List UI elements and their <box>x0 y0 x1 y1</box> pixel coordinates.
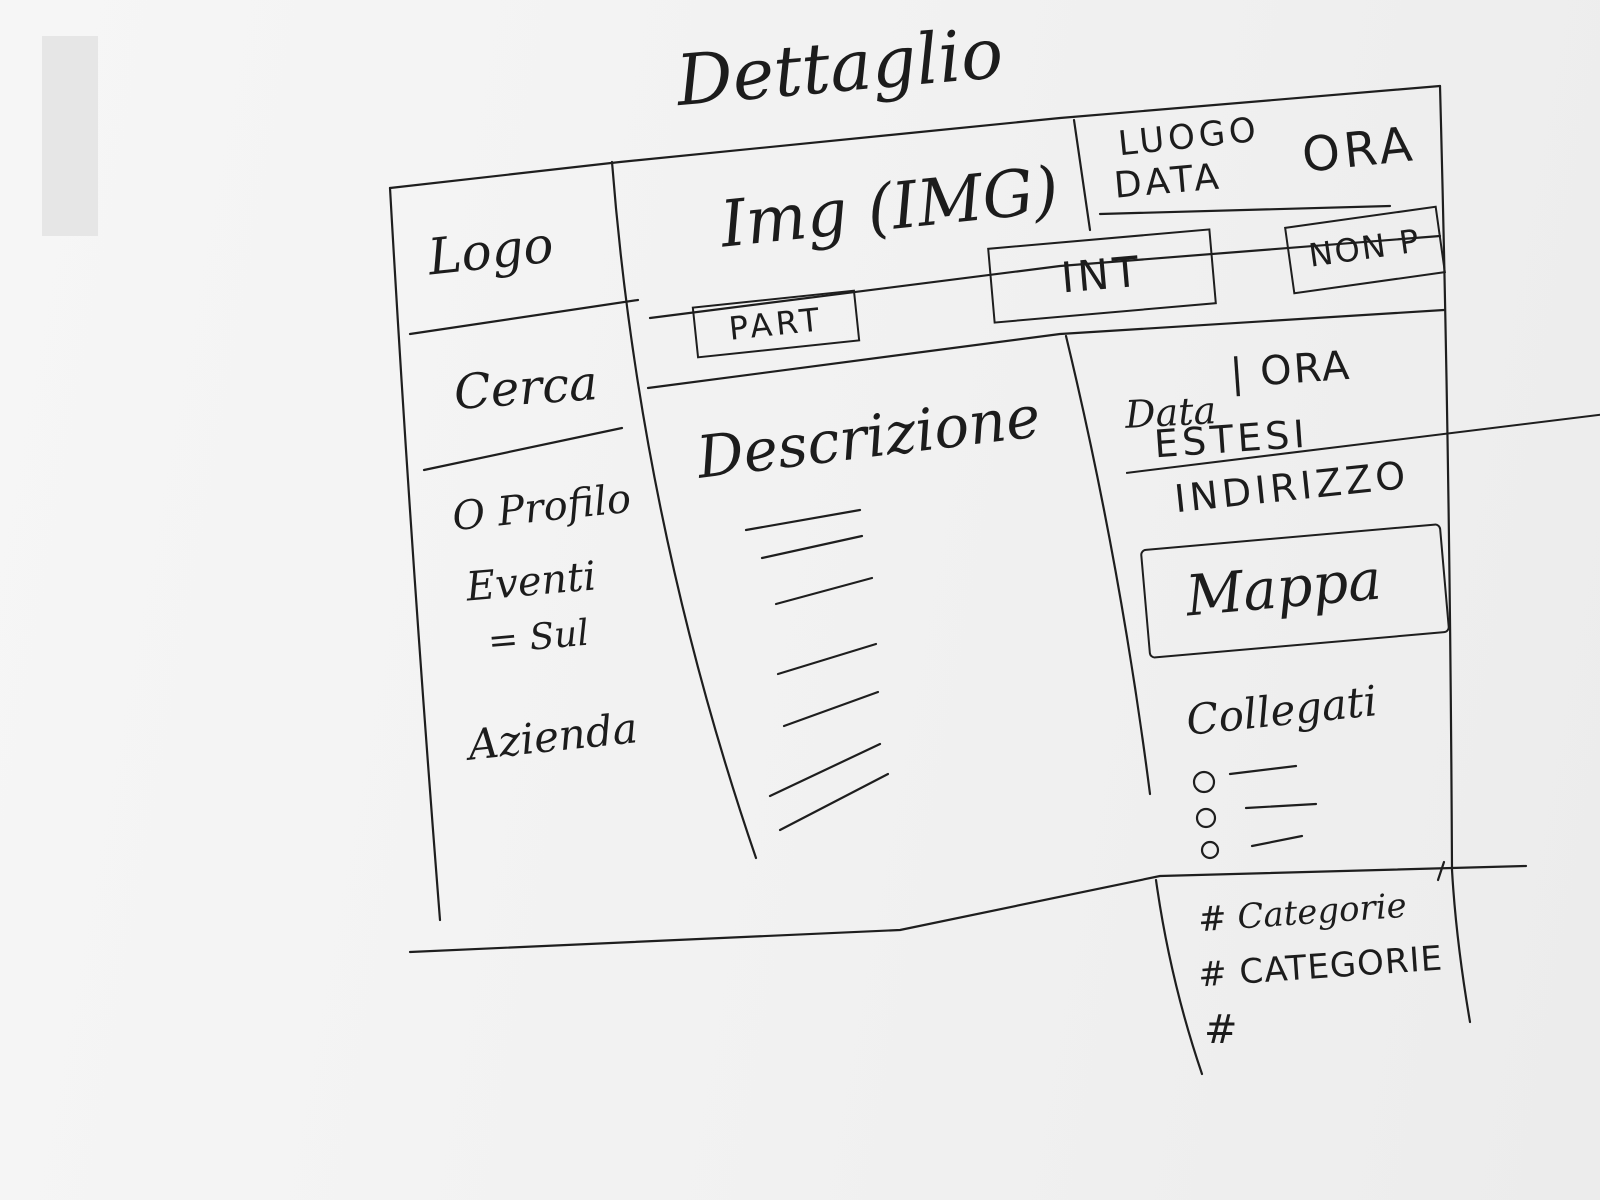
categories-left-line <box>1154 878 1204 1076</box>
desc-line-1 <box>744 508 862 532</box>
link-line-3 <box>1250 834 1304 848</box>
search-bottom-line <box>422 426 624 472</box>
sidebar-item-sub[interactable]: = Sul <box>486 612 591 663</box>
sidebar-search[interactable]: Cerca <box>452 355 600 421</box>
sidebar-item-events[interactable]: Eventi <box>464 553 598 611</box>
sidebar-logo[interactable]: Logo <box>425 215 557 287</box>
desc-line-3 <box>774 576 874 606</box>
desc-line-7 <box>778 772 890 832</box>
header-time: ORA <box>1299 116 1419 184</box>
desc-line-6 <box>768 742 882 798</box>
map-label: Mappa <box>1183 547 1385 630</box>
header-date: DATA <box>1112 156 1225 207</box>
link-line-2 <box>1244 802 1318 810</box>
categories-top-mark <box>1436 860 1446 882</box>
content-split-line <box>1064 334 1152 796</box>
header-split-line <box>1072 118 1092 232</box>
desc-line-5 <box>782 690 880 728</box>
frame-left-line <box>388 186 442 922</box>
link-bullet-1 <box>1192 770 1216 794</box>
frame-top-line <box>388 84 1442 190</box>
int-button-label: INT <box>1059 246 1145 303</box>
categories-right-line <box>1450 868 1472 1024</box>
link-bullet-2 <box>1195 807 1217 829</box>
link-bullet-3 <box>1200 840 1220 860</box>
content-top-line <box>646 308 1446 390</box>
sidebar-divider <box>610 160 758 860</box>
detail-extended: ESTESI <box>1152 411 1311 467</box>
detail-time-label: | ORA <box>1228 342 1353 398</box>
logo-bottom-line <box>408 298 640 336</box>
desc-line-2 <box>760 534 864 560</box>
nonp-button-label: NON P <box>1306 221 1424 275</box>
tape-strip <box>42 36 98 236</box>
desc-line-4 <box>776 642 878 676</box>
frame-right-line <box>1438 84 1454 872</box>
frame-bottom-line <box>408 864 1528 954</box>
link-line-1 <box>1228 764 1298 776</box>
category-item-3[interactable]: # <box>1204 1007 1242 1053</box>
header-info-underline <box>1098 204 1392 216</box>
part-button-label: PART <box>726 300 826 348</box>
header-bottom-line <box>648 234 1442 320</box>
